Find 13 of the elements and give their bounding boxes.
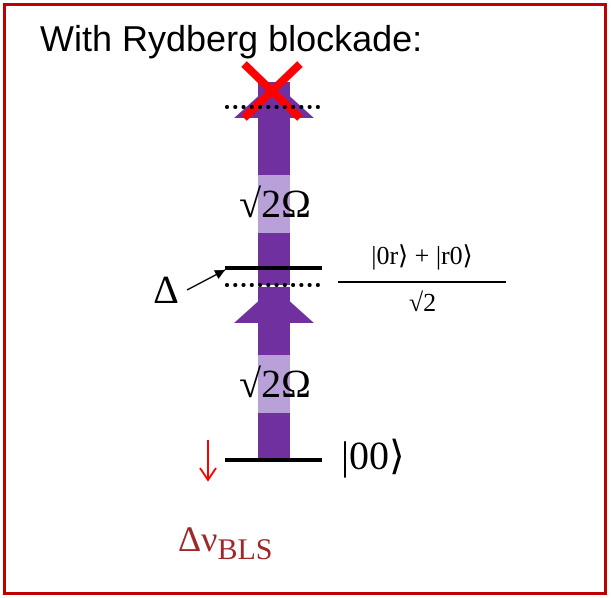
- title: With Rydberg blockade:: [40, 18, 422, 60]
- state-numerator: |0r⟩ + |r0⟩: [370, 240, 474, 271]
- dotted-level-line: [225, 283, 320, 287]
- energy-level-line: [225, 458, 322, 462]
- delta-label: Δ: [145, 268, 187, 312]
- dotted-level-line: [225, 105, 320, 109]
- state-label: |00⟩: [340, 432, 406, 479]
- transition-arrow: [234, 82, 314, 285]
- energy-level-line: [225, 266, 322, 270]
- leader-arrow: [186, 269, 226, 291]
- shift-label: Δν$_{BLS}$: [178, 518, 272, 568]
- state-denominator: √2: [408, 288, 438, 318]
- transition-arrow: [234, 287, 314, 460]
